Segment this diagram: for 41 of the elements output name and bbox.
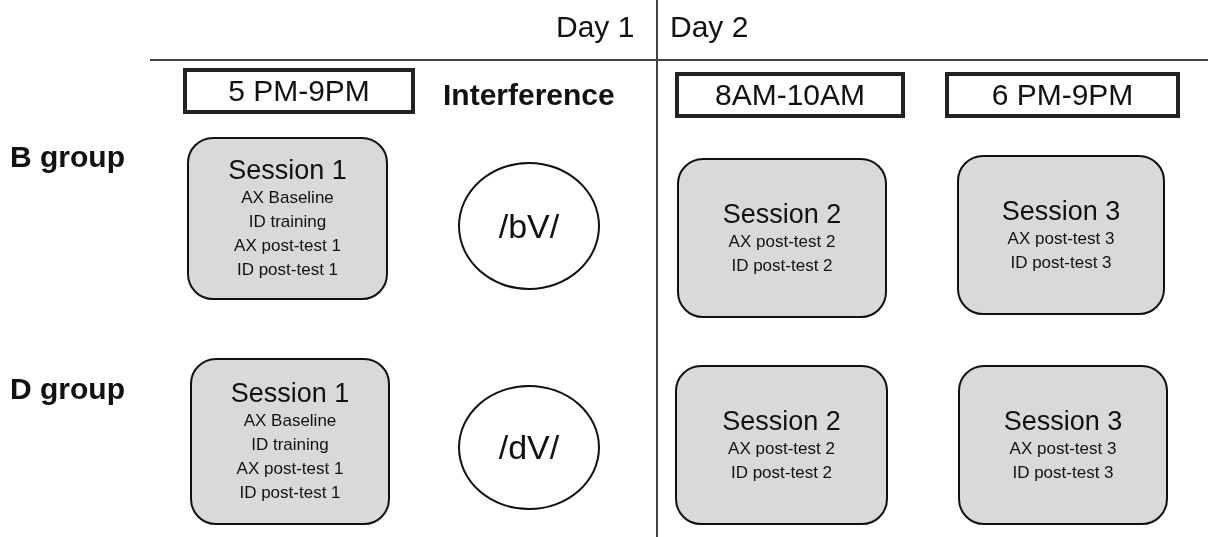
session-box xyxy=(677,158,887,318)
task-text: AX post-test 2 xyxy=(728,437,835,460)
session-title: Session 3 xyxy=(1001,195,1121,227)
column-heading: Day 2 xyxy=(670,10,749,44)
task-text: ID post-test 1 xyxy=(236,258,339,281)
session-box xyxy=(187,137,388,300)
stimulus-text: /bV/ xyxy=(498,206,560,246)
task-text: ID post-test 2 xyxy=(730,461,833,484)
task-text: AX post-test 1 xyxy=(236,458,344,480)
session-title: Session 3 xyxy=(1003,405,1123,437)
session-box xyxy=(190,358,390,525)
session-box xyxy=(957,155,1165,315)
session-title: Session 1 xyxy=(228,155,347,187)
row-heading: B group xyxy=(10,140,125,174)
task-text: AX post-test 3 xyxy=(1007,227,1115,250)
task-text: ID training xyxy=(251,434,329,457)
session-title: Session 2 xyxy=(722,198,842,230)
task-text: ID post-test 2 xyxy=(731,254,833,277)
task-text: ID training xyxy=(248,211,327,234)
time-box xyxy=(675,72,905,118)
column-heading: Day 1 xyxy=(556,10,635,44)
session-title: Session 2 xyxy=(722,405,841,437)
time-box xyxy=(183,68,415,114)
task-text: AX post-test 2 xyxy=(728,230,836,253)
task-text: ID post-test 1 xyxy=(239,481,341,504)
task-text: AX post-test 1 xyxy=(234,235,341,257)
time-range-text: 8AM-10AM xyxy=(714,78,865,112)
task-text: AX Baseline xyxy=(241,187,334,210)
time-range-text: 6 PM-9PM xyxy=(991,78,1134,112)
session-box xyxy=(675,365,888,525)
row-heading: D group xyxy=(10,372,125,406)
task-text: AX Baseline xyxy=(243,410,337,433)
task-text: ID post-test 3 xyxy=(1012,461,1114,484)
session-box xyxy=(958,365,1168,525)
task-text: AX post-test 3 xyxy=(1009,437,1117,460)
column-heading: Interference xyxy=(443,78,615,112)
task-text: ID post-test 3 xyxy=(1010,251,1112,274)
time-box xyxy=(945,72,1180,118)
stimulus-text: /dV/ xyxy=(498,428,560,467)
session-title: Session 1 xyxy=(230,378,350,410)
time-range-text: 5 PM-9PM xyxy=(228,74,370,108)
